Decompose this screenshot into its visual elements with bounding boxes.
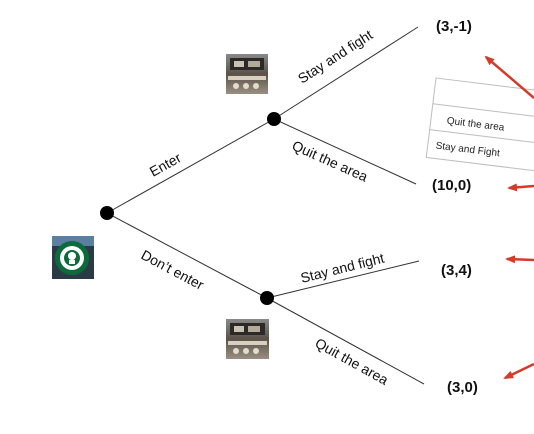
branch-dont-enter bbox=[106, 212, 268, 299]
incumbent-node-top bbox=[267, 112, 281, 126]
payoff-dont-stay: (3,4) bbox=[441, 262, 472, 279]
overlay-table-frame bbox=[425, 77, 534, 172]
arrow-to-enter-stay bbox=[484, 55, 534, 99]
shop-photo-icon bbox=[226, 319, 269, 359]
label-dont-enter: Don’t enter bbox=[139, 247, 207, 293]
label-enter: Enter bbox=[147, 149, 184, 179]
overlay-table: Quit the area Stay and Fight bbox=[425, 77, 534, 172]
branch-bottom-stay bbox=[266, 260, 420, 299]
branch-enter bbox=[106, 118, 275, 214]
label-bottom-stay: Stay and fight bbox=[299, 250, 386, 286]
branch-bottom-quit bbox=[266, 297, 425, 385]
payoff-enter-stay: (3,-1) bbox=[436, 18, 472, 35]
root-node bbox=[100, 206, 114, 220]
arrow-to-dont-stay bbox=[505, 255, 534, 264]
overlay-table-divider bbox=[429, 129, 534, 144]
payoff-dont-quit: (3,0) bbox=[447, 379, 478, 396]
overlay-table-divider bbox=[432, 103, 534, 118]
label-bottom-quit: Quit the area bbox=[313, 335, 392, 388]
pointer-arrows bbox=[484, 55, 534, 380]
payoff-enter-quit: (10,0) bbox=[432, 177, 471, 194]
arrow-to-enter-quit bbox=[507, 183, 534, 192]
tree-branches bbox=[106, 26, 425, 385]
branch-top-quit bbox=[273, 118, 417, 185]
incumbent-node-bottom bbox=[260, 291, 274, 305]
coffee-logo-icon bbox=[52, 236, 94, 279]
label-top-stay: Stay and fight bbox=[295, 26, 376, 86]
arrow-to-dont-quit bbox=[503, 362, 534, 380]
branch-top-stay bbox=[273, 26, 419, 120]
shop-photo-icon bbox=[226, 54, 268, 94]
